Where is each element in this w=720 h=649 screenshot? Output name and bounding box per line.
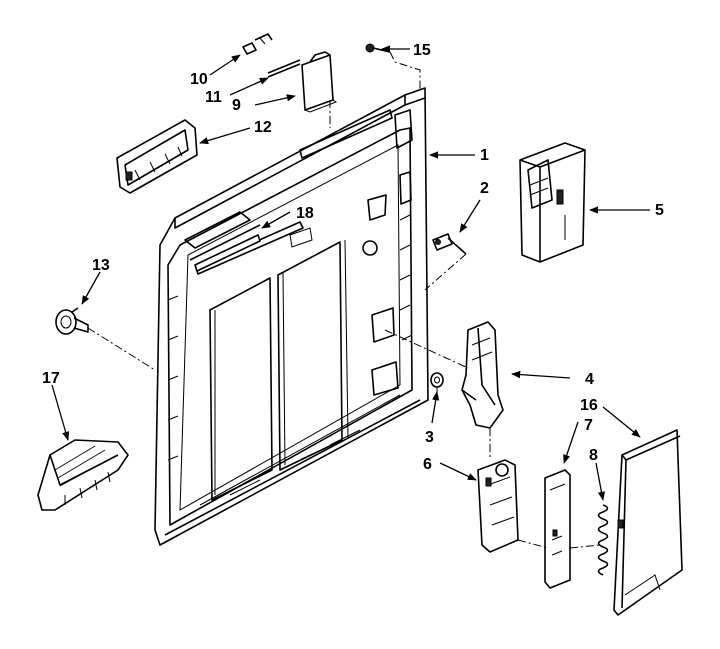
- latch-housing: [519, 142, 586, 263]
- callout-5: 5: [655, 202, 664, 219]
- callout-12: 12: [254, 119, 272, 136]
- callout-8: 8: [589, 447, 598, 464]
- assembly-guide-lines: [87, 51, 601, 549]
- callout-13: 13: [92, 257, 110, 274]
- callout-2: 2: [480, 180, 489, 197]
- side-panel: [613, 429, 683, 616]
- callout-15: 15: [413, 42, 431, 59]
- inner-door-panel: [154, 87, 429, 546]
- cover-plate: [301, 51, 338, 113]
- vent-bracket: [116, 119, 198, 194]
- callout-4: 4: [585, 371, 594, 388]
- callout-18: 18: [296, 205, 314, 222]
- callout-1: 1: [480, 147, 489, 164]
- callout-10: 10: [190, 71, 208, 88]
- latch-keeper: [432, 233, 467, 255]
- screw-part: [365, 43, 391, 53]
- washer: [430, 372, 444, 388]
- end-cap: [37, 439, 129, 511]
- callout-16: 16: [580, 397, 598, 414]
- callout-3: 3: [425, 429, 434, 446]
- spring: [597, 504, 609, 576]
- clip-part: [242, 33, 273, 55]
- callout-leaders: [51, 45, 650, 501]
- latch-catch: [477, 459, 519, 553]
- callout-7: 7: [584, 417, 593, 434]
- callout-11: 11: [205, 89, 222, 106]
- bumper-knob: [55, 307, 89, 335]
- pin-part: [267, 59, 301, 78]
- callout-17: 17: [42, 370, 60, 387]
- callout-labels: 10 11 9 12 15 1 2 5 18 13 17 4 3 6 16 7 …: [42, 42, 664, 473]
- callout-6: 6: [423, 456, 432, 473]
- slider-bar: [544, 469, 571, 589]
- callout-9: 9: [232, 97, 241, 114]
- latch-mechanism: [461, 321, 504, 429]
- gasket-strip: [194, 234, 261, 272]
